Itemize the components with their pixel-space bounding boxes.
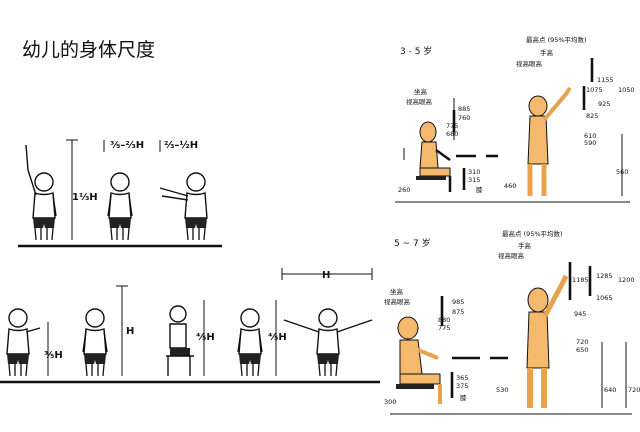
child-figure-arm-raised	[25, 144, 57, 241]
num-875: 875	[452, 308, 464, 316]
figure-group-row1: 1⅓H ⅗–⅔H ⅔–½H	[18, 139, 222, 248]
knee-label-b: 膝	[460, 393, 467, 402]
seat-label-2: 视高眼高	[406, 97, 433, 106]
age-label-5-7: 5 ~ 7 岁	[394, 237, 431, 249]
panel-5-7: 5 ~ 7 岁 最高点 (95%平均数) 手高 视高眼高 坐高 视高眼高 985…	[384, 229, 640, 415]
child-figure-back	[237, 308, 263, 377]
fraction-label-4: ⅗H	[44, 350, 63, 361]
num-590: 590	[584, 139, 596, 147]
dimension-line-1: 1⅓H	[66, 139, 98, 240]
fraction-label-1: 1⅓H	[72, 192, 98, 203]
age-label-3-5: 3 - 5 岁	[400, 45, 432, 57]
dimension-line-7: ⅘H	[268, 300, 287, 376]
fraction-label-3: ⅔–½H	[164, 140, 198, 151]
num-880: 880	[438, 316, 450, 324]
figure-group-row2: ⅗H H ⅘H ⅘H	[0, 268, 380, 384]
dimension-line-3: ⅔–½H	[159, 140, 198, 152]
knee-label: 膝	[476, 185, 483, 194]
num-885: 885	[458, 105, 470, 113]
num-375: 375	[456, 382, 468, 390]
num-945: 945	[574, 310, 586, 318]
num-560: 560	[616, 168, 628, 176]
num-310: 310	[468, 168, 480, 176]
reach-label-1: 最高点 (95%平均数)	[526, 35, 587, 44]
dimension-line-2: ⅗–⅔H	[103, 140, 144, 152]
seat-label-1: 坐高	[414, 87, 428, 96]
seat-label-1b: 坐高	[390, 287, 404, 296]
fraction-label-2: ⅗–⅔H	[110, 140, 144, 151]
dimension-line-6: ⅘H	[196, 300, 215, 376]
num-760: 760	[458, 114, 470, 122]
child-figure-seated	[166, 305, 194, 376]
num-1200: 1200	[618, 276, 635, 284]
num-365: 365	[456, 374, 468, 382]
num-1050: 1050	[618, 86, 635, 94]
fraction-label-6: ⅘H	[196, 332, 215, 343]
num-610: 610	[584, 132, 596, 140]
num-315: 315	[468, 176, 480, 184]
num-825: 825	[586, 112, 598, 120]
num-775: 775	[438, 324, 450, 332]
fraction-label-8: H	[322, 270, 330, 281]
standing-child-3-5	[527, 86, 572, 196]
reach-label-3: 视高眼高	[516, 59, 543, 68]
fraction-label-5: H	[126, 326, 134, 337]
dimension-line-4: ⅗H	[44, 322, 63, 376]
child-figure-standing	[107, 172, 133, 241]
num-1155: 1155	[597, 76, 614, 84]
standing-child-5-7	[526, 274, 569, 408]
num-720: 720	[576, 338, 588, 346]
reach-label-2b: 手高	[518, 241, 532, 250]
num-650: 650	[576, 346, 588, 354]
num-775: 775	[446, 122, 458, 130]
reach-label-3b: 视高眼高	[498, 251, 525, 260]
page-title: 幼儿的身体尺度	[22, 39, 155, 61]
seated-child-5-7	[396, 316, 442, 404]
dimension-line-5: H	[116, 285, 134, 376]
child-figure-arms-forward	[159, 172, 208, 241]
child-figure-arms-spread	[283, 308, 373, 377]
fraction-label-7: ⅘H	[268, 332, 287, 343]
num-460: 460	[504, 182, 516, 190]
panel-3-5: 3 - 5 岁 最高点 (95%平均数) 手高 视高眼高 坐高 视高眼高 885…	[395, 35, 635, 203]
num-300: 300	[384, 398, 396, 406]
num-1285: 1285	[596, 272, 613, 280]
dimension-line-width: H	[281, 268, 373, 281]
num-720b: 720	[628, 386, 640, 394]
num-260: 260	[398, 186, 410, 194]
num-640: 640	[604, 386, 616, 394]
num-1065: 1065	[596, 294, 613, 302]
num-925: 925	[598, 100, 610, 108]
seated-child-3-5	[416, 121, 452, 192]
child-figure-front	[82, 308, 108, 377]
num-1075: 1075	[586, 86, 603, 94]
reach-label-2: 手高	[540, 48, 554, 57]
num-530: 530	[496, 386, 508, 394]
num-680: 680	[446, 130, 458, 138]
child-figure-side-arm	[6, 308, 41, 377]
reach-label-1b: 最高点 (95%平均数)	[502, 229, 563, 238]
num-985: 985	[452, 298, 464, 306]
num-1185: 1185	[572, 276, 589, 284]
seat-label-2b: 视高眼高	[384, 297, 411, 306]
